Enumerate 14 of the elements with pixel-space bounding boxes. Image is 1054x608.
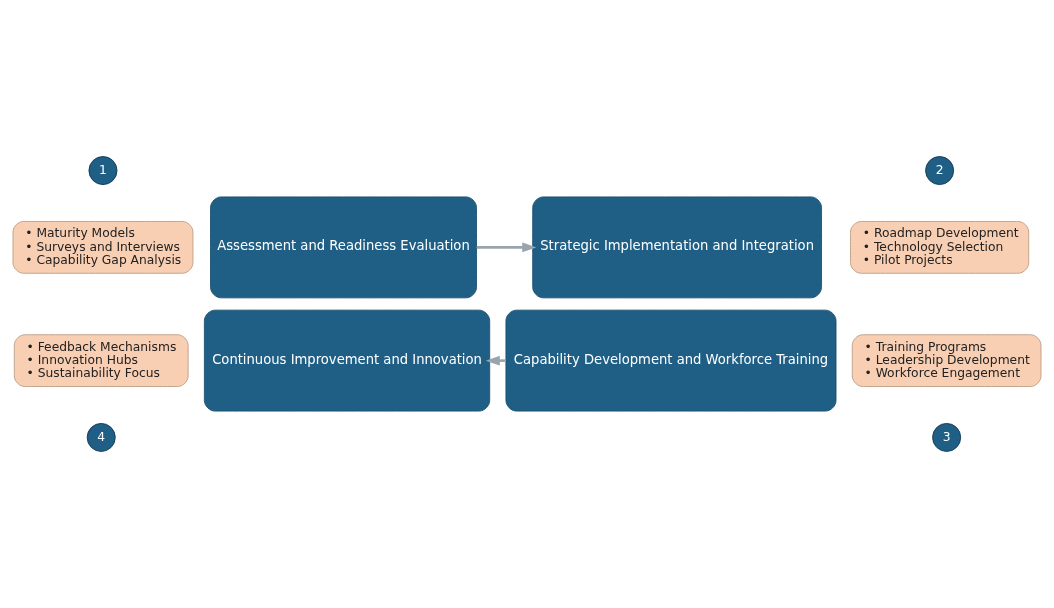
node-box: • Training Programs • Leadership Development • Workforce Engagement bbox=[851, 334, 1042, 387]
node-box: Continuous Improvement and Innovation bbox=[203, 309, 491, 412]
node-box: • Maturity Models • Surveys and Interviews • Capability Gap Analysis bbox=[12, 221, 194, 274]
node-circle: 4 bbox=[86, 422, 116, 452]
node-box: • Feedback Mechanisms • Innovation Hubs • Sustainability Focus bbox=[13, 334, 189, 387]
node-box: Assessment and Readiness Evaluation bbox=[210, 196, 477, 299]
node-box: • Roadmap Development • Technology Selection • Pilot Projects bbox=[850, 221, 1030, 274]
node-circle: 2 bbox=[925, 156, 955, 186]
arrow bbox=[485, 355, 506, 366]
node-circle: 3 bbox=[932, 422, 962, 452]
arrow bbox=[476, 242, 537, 253]
node-box: Capability Development and Workforce Training bbox=[505, 309, 837, 412]
node-circle: 1 bbox=[88, 156, 118, 186]
node-box: Strategic Implementation and Integration bbox=[532, 196, 822, 299]
